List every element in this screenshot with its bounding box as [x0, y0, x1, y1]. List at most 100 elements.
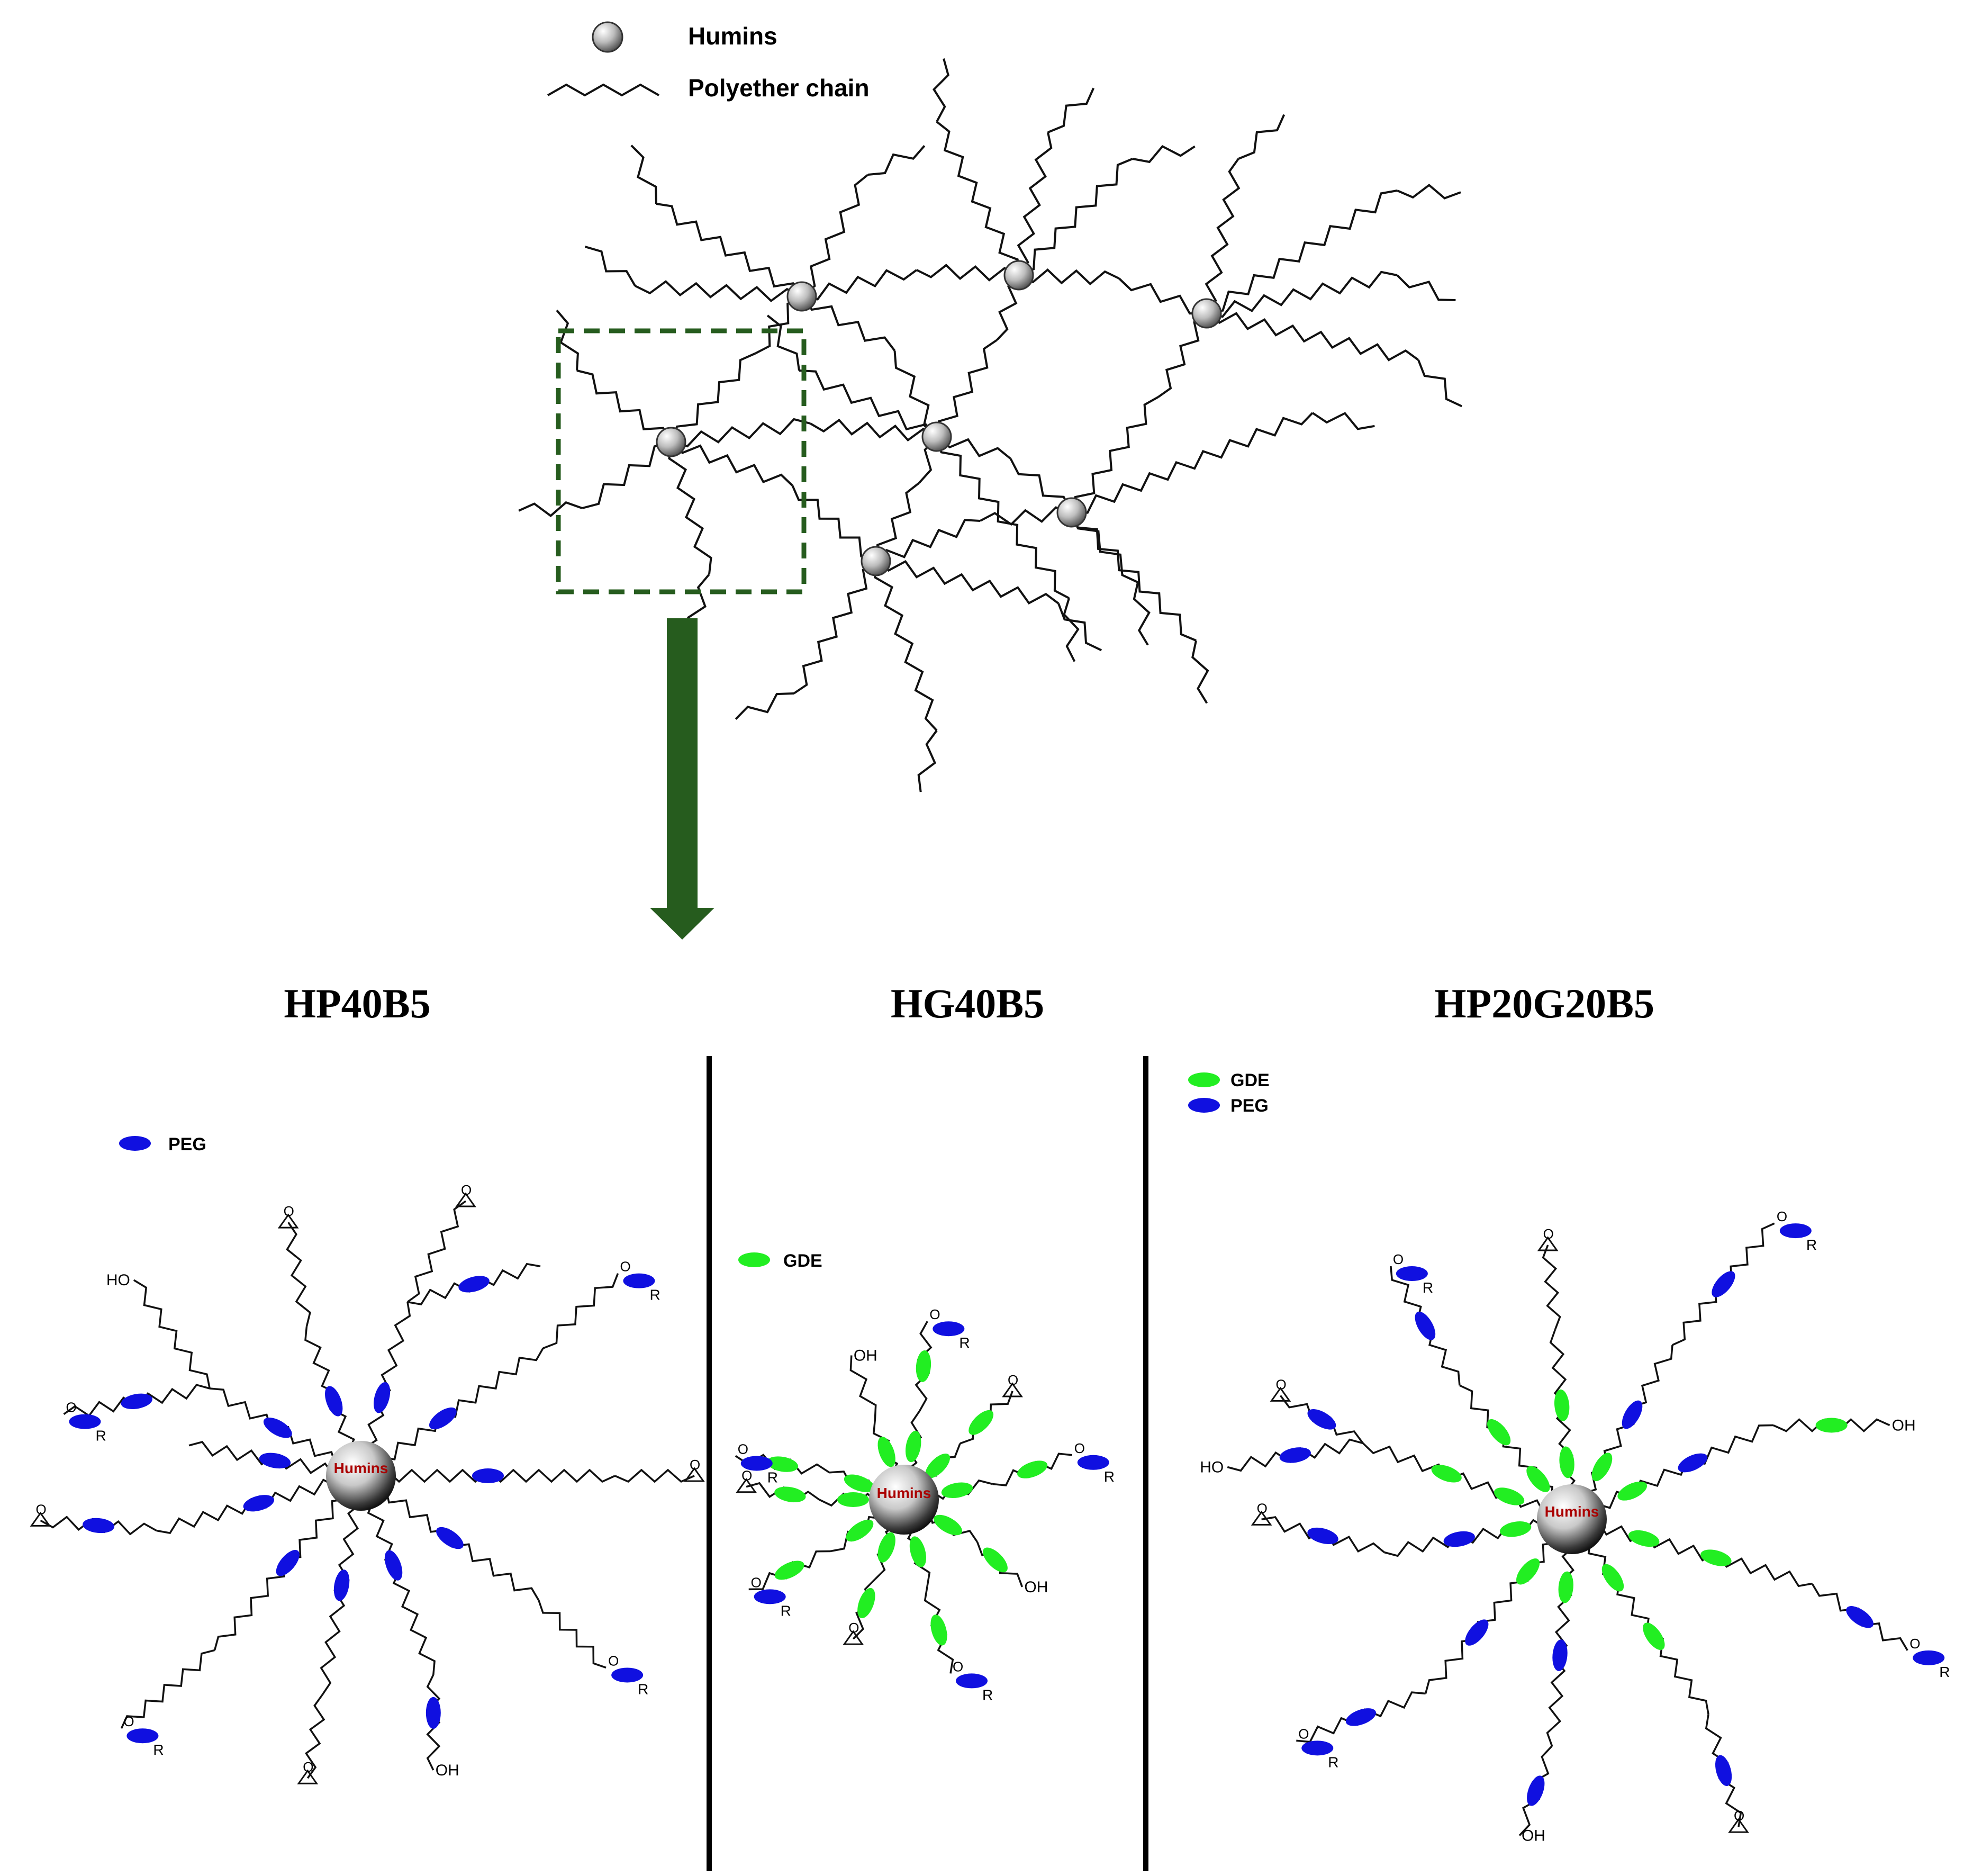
polyether-chain [670, 352, 756, 443]
gde-legend-icon [738, 1252, 770, 1267]
humins-node [861, 546, 891, 576]
polyether-chain-legend-icon [547, 83, 659, 97]
r-group-end: R [1328, 1754, 1338, 1770]
polyether-chain [630, 145, 657, 204]
peg-unit [955, 1673, 988, 1689]
ether-oxygen: O [929, 1306, 940, 1322]
polyether-chain [875, 519, 981, 562]
gde-unit [1017, 1460, 1048, 1478]
svg-text:O: O [1543, 1226, 1554, 1242]
epoxide-ring: O [277, 1203, 299, 1229]
peg-legend-label: PEG [168, 1134, 206, 1155]
humins-legend-label: Humins [688, 22, 777, 50]
gde-unit [1558, 1571, 1573, 1603]
polyether-chain [406, 1200, 467, 1303]
hg40b5-chains [735, 1321, 1072, 1674]
svg-text:O: O [284, 1203, 294, 1219]
epoxide-ring: O [30, 1501, 51, 1527]
gde-unit [846, 1519, 874, 1542]
peg-unit [1307, 1527, 1338, 1545]
hp40b5-chains [40, 1200, 695, 1779]
gde-legend-label: GDE [1230, 1070, 1270, 1090]
polyether-chain [670, 441, 793, 486]
ether-oxygen: O [1909, 1636, 1920, 1652]
polyether-chain [614, 1468, 695, 1483]
peg-unit [1279, 1447, 1311, 1463]
ether-oxygen: O [1074, 1440, 1085, 1456]
polyether-chain [1424, 1518, 1572, 1694]
hydroxyl-end: OH [1892, 1417, 1916, 1435]
polyether-chain [766, 314, 800, 371]
svg-text:O: O [1275, 1376, 1286, 1392]
polyether-chain [538, 1600, 607, 1669]
gde-unit [1526, 1466, 1550, 1492]
peg-unit [1552, 1639, 1568, 1671]
gde-unit [1815, 1418, 1848, 1433]
polyether-chain [933, 58, 949, 122]
polyether-chain [582, 441, 672, 509]
gde-legend-label: GDE [783, 1251, 822, 1271]
gde-unit [1559, 1446, 1574, 1478]
ether-oxygen: O [738, 1441, 748, 1457]
peg-unit [1846, 1606, 1874, 1628]
r-group-end: R [982, 1686, 993, 1703]
polyether-chain [849, 1355, 877, 1420]
down-arrow [650, 618, 714, 940]
polyether-chain [1362, 1442, 1573, 1520]
polyether-chain [1047, 87, 1095, 133]
humins-core [326, 1441, 396, 1511]
polyether-chain [305, 1694, 325, 1779]
polyether-chain [1133, 582, 1151, 646]
polyether-chain [916, 264, 1019, 282]
polyether-chain-legend-label: Polyether chain [688, 74, 870, 102]
peg-unit [126, 1728, 159, 1744]
polyether-chain [1018, 268, 1120, 285]
hydroxyl-end: OH [854, 1347, 877, 1364]
hydroxyl-end: OH [1522, 1827, 1545, 1845]
humins-node [1003, 260, 1034, 291]
polyether-chain [1018, 158, 1133, 276]
polyether-chain [801, 174, 869, 297]
gde-unit [1617, 1481, 1648, 1501]
epoxide-ring: O [1270, 1376, 1291, 1402]
polyether-chain [1542, 1244, 1561, 1330]
peg-unit [1465, 1619, 1489, 1646]
humins-core-label: Humins [1545, 1503, 1599, 1520]
ether-oxygen: O [1298, 1726, 1309, 1742]
peg-unit [1913, 1650, 1945, 1665]
hydroxyl-end: OH [1024, 1579, 1048, 1596]
hydroxyl-end: OH [436, 1762, 459, 1779]
polyether-network [518, 58, 1463, 792]
polyether-chain [1132, 145, 1196, 164]
peg-unit [69, 1414, 101, 1429]
polyether-chain [801, 295, 896, 351]
polyether-chain [635, 280, 802, 302]
polyether-chain [1071, 396, 1159, 513]
r-group-end: R [649, 1287, 660, 1303]
peg-unit [1077, 1455, 1109, 1470]
gde-unit [1516, 1558, 1540, 1585]
polyether-chain [120, 1649, 215, 1729]
polyether-chain [360, 1348, 544, 1477]
peg-unit [436, 1527, 464, 1549]
peg-unit [1443, 1531, 1475, 1547]
polyether-chain [1571, 1518, 1813, 1588]
panel-title-hp20g20b5: HP20G20B5 [1434, 980, 1654, 1026]
peg-unit [259, 1453, 291, 1469]
gde-unit [1643, 1622, 1665, 1650]
gde-unit [877, 1437, 895, 1467]
gde-unit [837, 1492, 869, 1507]
polyether-chain [793, 560, 877, 695]
peg-legend-icon [1188, 1098, 1220, 1113]
polyether-chain [1206, 270, 1398, 318]
r-group-end: R [767, 1469, 778, 1485]
epoxide-ring: O [684, 1457, 705, 1482]
polyether-chain [1417, 359, 1463, 408]
peg-unit [754, 1589, 786, 1604]
ether-oxygen: O [66, 1400, 76, 1415]
svg-text:O: O [1008, 1372, 1018, 1388]
polyether-chain [1311, 412, 1375, 430]
polyether-chain [1017, 132, 1053, 276]
